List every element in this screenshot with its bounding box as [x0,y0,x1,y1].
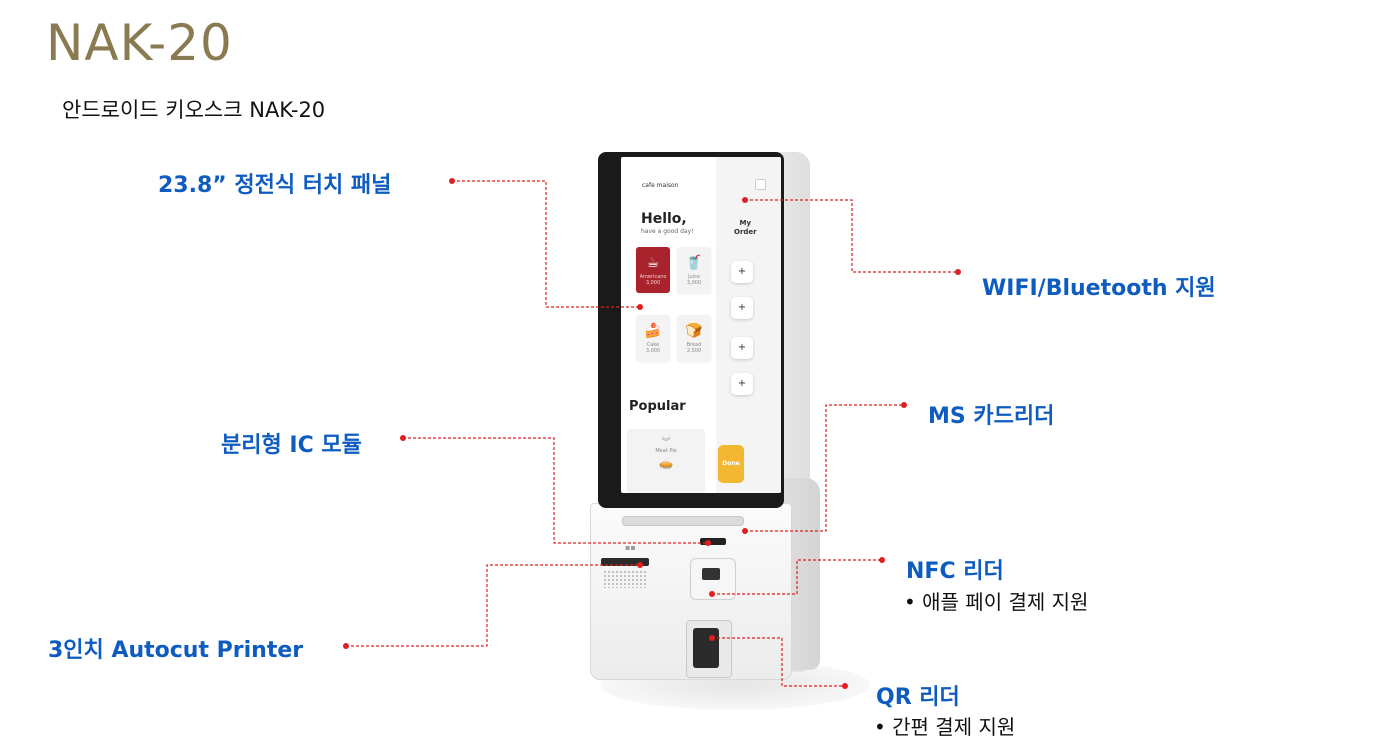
order-add-button[interactable]: + [731,337,753,359]
popular-item-card[interactable]: ︾ Meat Pie 🥧 [627,429,705,493]
order-add-button[interactable]: + [731,297,753,319]
menu-item-name: Cake [646,342,660,348]
leader-dot [637,562,643,568]
menu-tile-americano[interactable]: ☕ Americano 3,000 [636,247,670,293]
order-add-button[interactable]: + [731,261,753,283]
meat-pie-icon: 🥧 [658,456,674,470]
leader-dot [449,178,455,184]
menu-item-name: Americano [639,274,667,280]
leader-qr [712,637,845,687]
page-title: NAK-20 [46,14,233,72]
leader-dot [879,557,885,563]
menu-tile-cake[interactable]: 🍰 Cake 3,000 [636,315,670,361]
leader-printer [346,564,640,647]
page-subtitle: 안드로이드 키오스크 NAK-20 [62,98,326,122]
menu-item-price: 3,000 [645,280,661,286]
leader-dot [709,591,715,597]
screen-tagline: have a good day! [641,228,694,235]
screen-greeting: Hello, [641,211,687,227]
ms-card-slot[interactable] [622,516,744,526]
qr-scanner-window[interactable] [693,628,719,668]
callout-nfc-reader: NFC 리더 [906,559,1004,584]
leader-dot [343,643,349,649]
my-order-line1: My [739,219,752,227]
leader-ms-reader [745,404,904,532]
leader-wifi [745,199,958,273]
juice-glass-icon: 🥤 [685,255,703,271]
leader-dot [742,528,748,534]
leader-dot [842,683,848,689]
menu-item-price: 3,000 [686,280,702,286]
callout-touch-panel: 23.8” 정전식 터치 패널 [158,173,392,198]
device-logo-mark: ▪▪ [625,543,636,552]
callout-wifi: WIFI/Bluetooth 지원 [982,276,1216,301]
callout-qr-sub: • 간편 결제 지원 [874,715,1016,739]
callout-qr-reader: QR 리더 [876,685,960,710]
my-order-line2: Order [734,228,757,236]
leader-touch-panel [452,180,640,308]
leader-dot [709,635,715,641]
callout-printer: 3인치 Autocut Printer [48,638,304,663]
menu-item-price: 2,500 [686,348,702,354]
callout-ic-module: 분리형 IC 모듈 [221,433,362,458]
popular-item-name: Meat Pie [655,448,677,454]
menu-item-name: Juice [688,274,700,280]
screen-brand: cafe maison [642,182,679,189]
nfc-chip-icon [702,568,720,580]
leader-nfc [712,559,882,595]
printer-paper-slot [601,558,649,566]
my-order-pane [716,157,781,493]
leader-dot [400,435,406,441]
leader-dot [705,540,711,546]
kiosk-screen[interactable]: cafe maison Hello, have a good day! My O… [621,157,781,493]
callout-nfc-sub: • 애플 페이 결제 지원 [904,590,1089,614]
chevron-down-icon: ︾ [661,438,671,448]
my-order-heading: My Order [734,219,757,237]
menu-item-name: Bread [686,342,702,348]
coffee-cup-icon: ☕ [646,255,660,271]
cake-slice-icon: 🍰 [644,323,662,339]
leader-dot [901,402,907,408]
leader-dot [742,197,748,203]
callout-ms-reader: MS 카드리더 [928,404,1055,429]
leader-ic-module [403,437,708,544]
language-flag-icon[interactable] [755,179,766,190]
leader-dot [955,269,961,275]
speaker-grill [603,570,647,588]
bread-icon: 🍞 [685,323,703,339]
menu-tile-bread[interactable]: 🍞 Bread 2,500 [677,315,711,361]
leader-dot [637,304,643,310]
popular-heading: Popular [629,399,686,414]
receipt-printer [601,558,649,588]
ic-card-slot[interactable] [700,538,726,545]
menu-item-price: 3,000 [645,348,661,354]
done-button[interactable]: Done [718,445,744,483]
menu-tile-juice[interactable]: 🥤 Juice 3,000 [677,247,711,293]
order-add-button[interactable]: + [731,373,753,395]
